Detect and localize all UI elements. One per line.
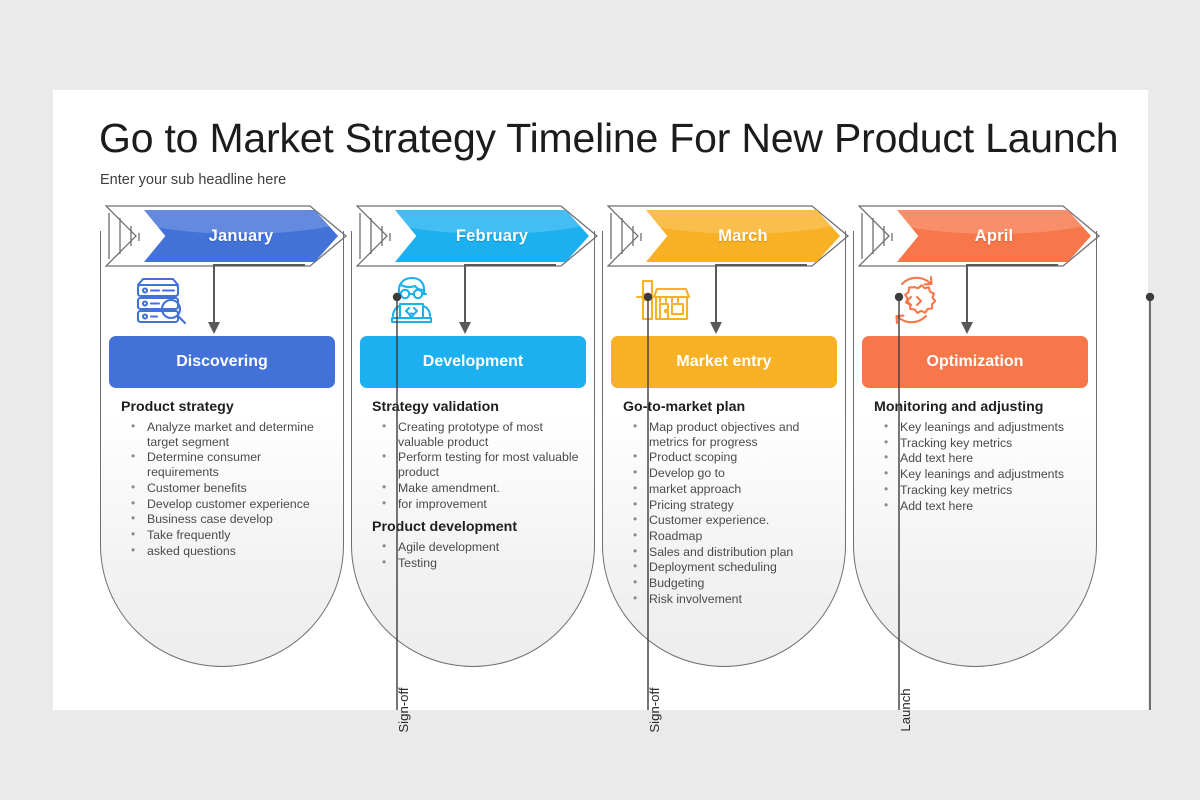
banner-outline bbox=[355, 205, 599, 267]
list-item: Develop customer experience bbox=[121, 496, 333, 512]
milestone-label: Sign-off bbox=[396, 687, 411, 733]
list-item: Creating prototype of most valuable prod… bbox=[372, 419, 584, 449]
list-item: Perform testing for most valuable produc… bbox=[372, 449, 584, 479]
phase-content: Go-to-market planMap product objectives … bbox=[623, 399, 835, 608]
group-heading: Go-to-market plan bbox=[623, 399, 746, 415]
flow-arrow-icon bbox=[187, 262, 307, 345]
list-item: Budgeting bbox=[623, 575, 835, 591]
phase-title-bar[interactable]: Discovering bbox=[109, 336, 335, 388]
bullet-list: Analyze market and determine target segm… bbox=[121, 419, 333, 559]
month-label: April bbox=[974, 226, 1014, 245]
banner-fill bbox=[897, 210, 1091, 262]
banner-tick-marks bbox=[105, 211, 145, 266]
banner-fill bbox=[395, 210, 589, 262]
bullet-list: Map product objectives and metrics for p… bbox=[623, 419, 835, 607]
list-item: market approach bbox=[623, 481, 835, 497]
month-label: January bbox=[208, 226, 274, 245]
list-item: Analyze market and determine target segm… bbox=[121, 419, 333, 449]
banner-fill bbox=[646, 210, 840, 262]
list-item: Tracking key metrics bbox=[874, 435, 1086, 451]
group-heading: Product development bbox=[372, 519, 518, 536]
page-title: Go to Market Strategy Timeline For New P… bbox=[99, 115, 1119, 161]
list-item: for improvement bbox=[372, 496, 584, 512]
month-banner[interactable]: March bbox=[599, 205, 850, 275]
list-item: Deployment scheduling bbox=[623, 559, 835, 575]
list-item: Pricing strategy bbox=[623, 497, 835, 513]
banner-tick-marks bbox=[607, 211, 647, 266]
bullet-list: Creating prototype of most valuable prod… bbox=[372, 419, 584, 512]
list-item: Add text here bbox=[874, 498, 1086, 514]
list-item: Take frequently bbox=[121, 527, 333, 543]
list-item: Make amendment. bbox=[372, 480, 584, 496]
group-heading: Product strategy bbox=[121, 399, 234, 415]
banner-sheen bbox=[395, 210, 589, 234]
banner-outline bbox=[857, 205, 1101, 267]
list-item: Product scoping bbox=[623, 449, 835, 465]
month-label: February bbox=[455, 226, 529, 245]
banner-sheen bbox=[646, 210, 840, 234]
list-item: Key leanings and adjustments bbox=[874, 419, 1086, 435]
milestone-connector: Sign-off bbox=[382, 290, 412, 733]
list-item: Tracking key metrics bbox=[874, 482, 1086, 498]
slide-canvas: Go to Market Strategy Timeline For New P… bbox=[53, 90, 1155, 733]
banner-outline bbox=[606, 205, 850, 267]
storefront-entry-icon bbox=[635, 273, 697, 331]
milestone-connector: Sign-off bbox=[633, 290, 663, 733]
milestone-label: Sign-off bbox=[647, 687, 662, 733]
list-item: Map product objectives and metrics for p… bbox=[623, 419, 835, 449]
list-item: Risk involvement bbox=[623, 591, 835, 607]
milestone-connector: Launch bbox=[884, 290, 914, 732]
flow-arrow-icon bbox=[689, 262, 809, 345]
banner-sheen bbox=[897, 210, 1091, 234]
flow-arrow-icon bbox=[940, 262, 1060, 345]
list-item: Customer experience. bbox=[623, 512, 835, 528]
phase-content: Monitoring and adjustingKey leanings and… bbox=[874, 399, 1086, 515]
milestone-label: Launch bbox=[898, 688, 913, 732]
bullet-list: Key leanings and adjustmentsTracking key… bbox=[874, 419, 1086, 514]
list-item: asked questions bbox=[121, 543, 333, 559]
list-item: Business case develop bbox=[121, 511, 333, 527]
banner-tick-marks bbox=[356, 211, 396, 266]
server-search-icon bbox=[133, 273, 195, 331]
list-item: Determine consumer requirements bbox=[121, 449, 333, 479]
group-heading: Strategy validation bbox=[372, 399, 499, 415]
month-banner[interactable]: April bbox=[850, 205, 1101, 275]
banner-tick-marks bbox=[858, 211, 898, 266]
list-item: Testing bbox=[372, 555, 584, 571]
list-item: Roadmap bbox=[623, 528, 835, 544]
phase-content: Product strategyAnalyze market and deter… bbox=[121, 399, 333, 560]
phase-content: Strategy validationCreating prototype of… bbox=[372, 399, 584, 573]
developer-laptop-icon bbox=[384, 273, 446, 331]
page-subtitle: Enter your sub headline here bbox=[100, 172, 287, 188]
milestone-connector bbox=[1135, 290, 1165, 710]
month-banner[interactable]: February bbox=[348, 205, 599, 275]
month-label: March bbox=[718, 226, 768, 245]
list-item: Develop go to bbox=[623, 465, 835, 481]
flow-arrow-icon bbox=[438, 262, 558, 345]
list-item: Add text here bbox=[874, 450, 1086, 466]
bullet-list: Agile developmentTesting bbox=[372, 539, 584, 571]
gear-code-refresh-icon bbox=[886, 273, 948, 331]
banner-outline bbox=[104, 205, 348, 267]
list-item: Key leanings and adjustments bbox=[874, 466, 1086, 482]
banner-fill bbox=[144, 210, 338, 262]
banner-sheen bbox=[144, 210, 338, 234]
group-heading: Monitoring and adjusting bbox=[874, 399, 1044, 415]
list-item: Customer benefits bbox=[121, 480, 333, 496]
month-banner[interactable]: January bbox=[97, 205, 348, 275]
list-item: Sales and distribution plan bbox=[623, 544, 835, 560]
list-item: Agile development bbox=[372, 539, 584, 555]
